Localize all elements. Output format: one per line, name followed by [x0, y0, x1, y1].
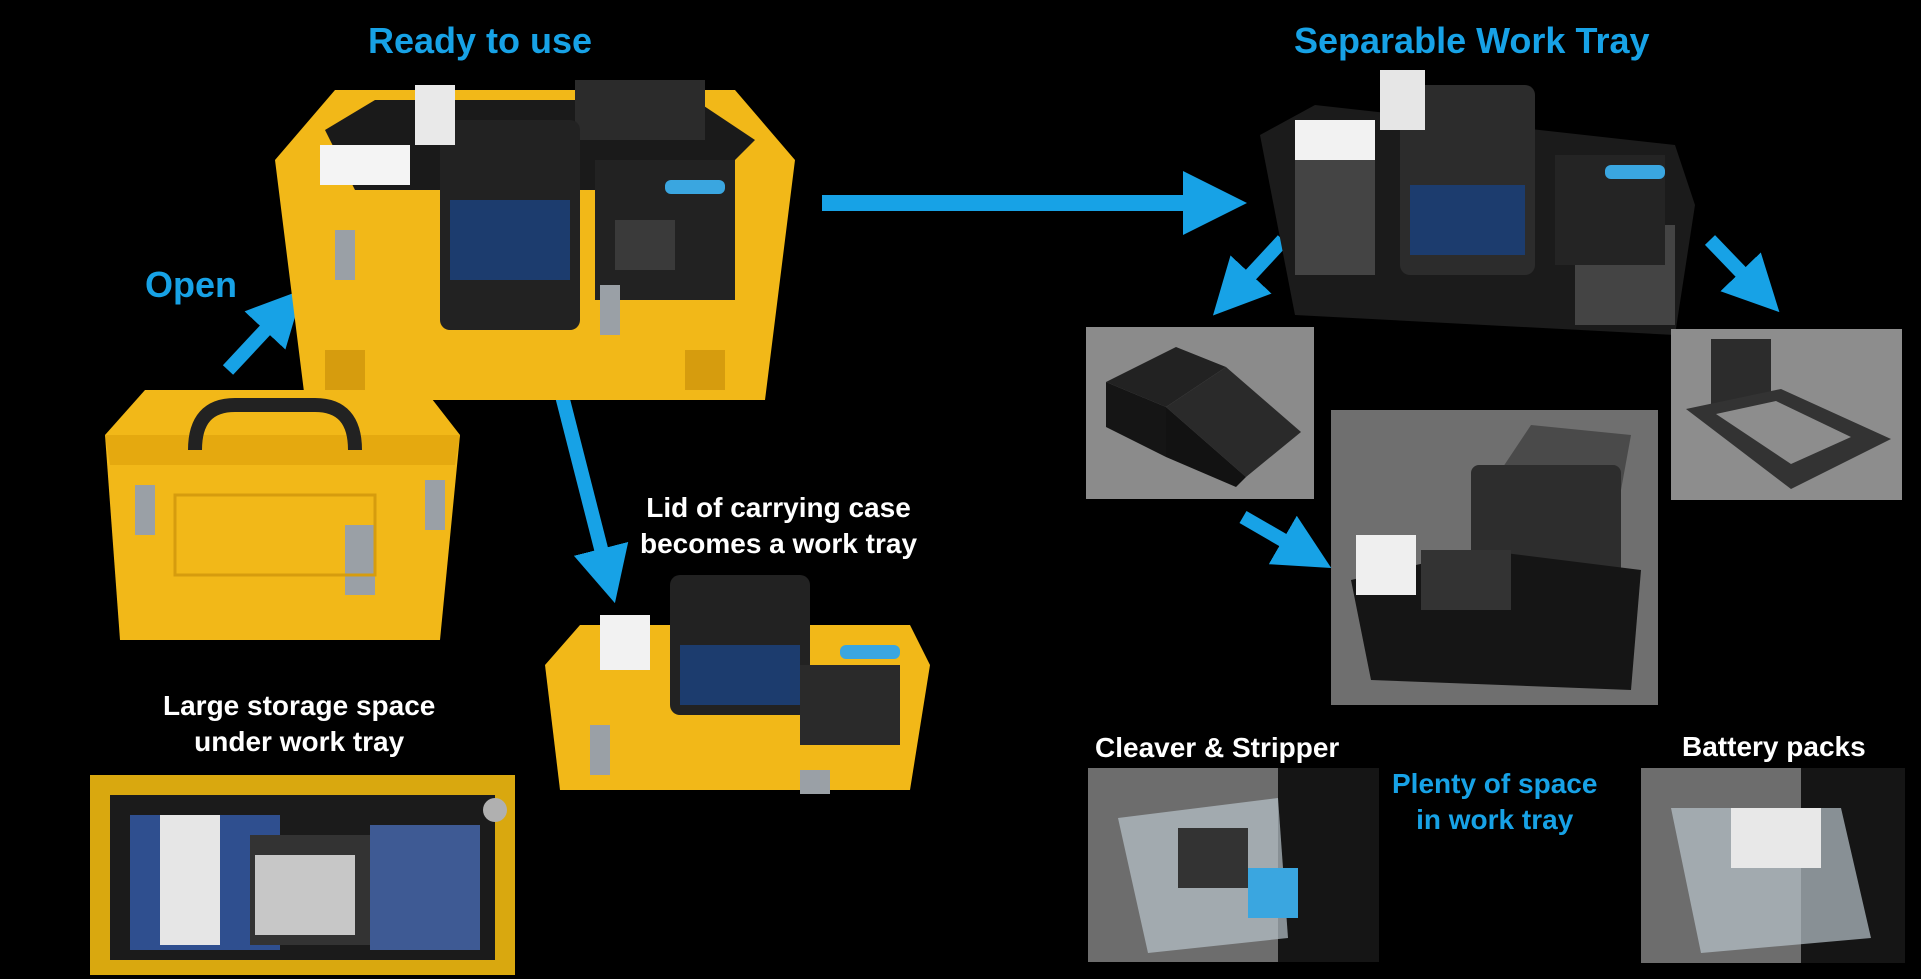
arrow-to-lid-tray: [553, 386, 629, 604]
separable-work-tray-title: Separable Work Tray: [1294, 20, 1650, 61]
lid-caption-line1: Lid of carrying case: [646, 492, 911, 523]
tray-left-part-photo: [1086, 327, 1314, 499]
plenty-caption-line2: in work tray: [1416, 804, 1574, 836]
arrow-to-assembled: [1239, 510, 1332, 569]
cleaver-stripper-caption: Cleaver & Stripper: [1095, 732, 1340, 763]
lid-caption: Lid of carrying case becomes a work tray: [640, 490, 917, 563]
tray-right-part-photo: [1671, 329, 1902, 500]
storage-caption: Large storage space under work tray: [163, 688, 435, 761]
closed-case-photo: [85, 375, 470, 650]
plenty-caption-line1: Plenty of space: [1392, 768, 1598, 799]
storage-caption-line2: under work tray: [194, 726, 405, 758]
arrow-tray-left: [1212, 235, 1289, 316]
battery-packs-caption: Battery packs: [1682, 731, 1866, 762]
battery-packs-photo: [1641, 768, 1905, 963]
lid-caption-line2: becomes a work tray: [640, 528, 918, 560]
cleaver-stripper-photo: [1088, 768, 1379, 962]
open-case-photo: [265, 70, 810, 420]
assembled-tray-photo: [1331, 410, 1658, 705]
separable-tray-photo: [1255, 65, 1700, 337]
ready-to-use-title: Ready to use: [368, 20, 593, 61]
plenty-caption: Plenty of space in work tray: [1392, 766, 1597, 839]
arrow-tray-right: [1704, 235, 1780, 313]
storage-caption-line1: Large storage space: [163, 690, 436, 721]
arrow-open: [222, 289, 304, 375]
storage-space-photo: [90, 775, 515, 975]
open-label: Open: [145, 264, 238, 305]
lid-work-tray-photo: [540, 575, 935, 795]
